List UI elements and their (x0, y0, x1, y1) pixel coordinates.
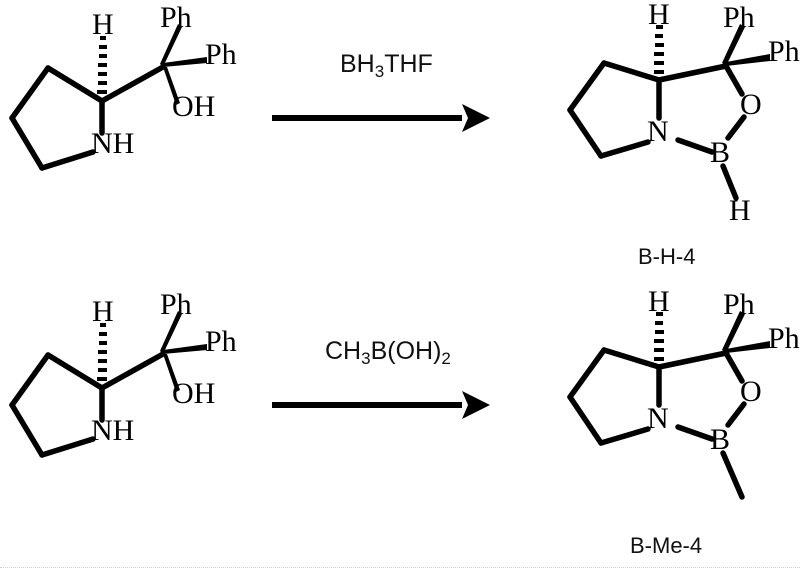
product-2-phenyl-bonds (722, 311, 770, 353)
arrow-2 (272, 391, 490, 419)
product-stereo-h-label: H (648, 0, 670, 31)
product-boron-label: B (710, 423, 731, 456)
reactant-1-substituent-bonds (160, 24, 207, 105)
reagent-tail-text: B(OH) (370, 337, 442, 365)
reagent-tail-text: THF (384, 50, 433, 78)
product-2-skeleton (567, 347, 747, 500)
reactant-phenyl-right-label: Ph (205, 38, 237, 71)
product-oxygen-label: O (740, 375, 762, 408)
reactant-phenyl-top-label: Ph (160, 1, 192, 34)
product-phenyl-top-label: Ph (723, 1, 755, 34)
reactant-phenyl-right-label: Ph (205, 325, 237, 358)
product-2-hash-wedge (654, 312, 664, 361)
product-phenyl-right-label: Ph (768, 322, 800, 355)
product-stereo-h-label: H (648, 285, 670, 318)
reactant-2-hash-wedge (97, 323, 107, 381)
product-oxygen-label: O (740, 88, 762, 121)
reagent-subscript: 3 (374, 62, 385, 81)
reactant-1-hash-wedge (97, 36, 107, 94)
arrow-1 (272, 104, 490, 132)
product-1-hash-wedge (654, 25, 664, 74)
reactant-stereo-h-label: H (92, 295, 114, 328)
product-nitrogen-label: N (647, 115, 669, 148)
reactant-stereo-h-label: H (92, 8, 114, 41)
reactant-nh-label: NH (91, 127, 135, 160)
product-boron-h-label: H (729, 194, 751, 227)
reagent-subscript-2: 2 (441, 349, 451, 368)
product-phenyl-right-label: Ph (768, 35, 800, 68)
product-nitrogen-label: N (647, 402, 669, 435)
reagent-main-text: BH (340, 50, 375, 78)
reaction-2-structures (9, 311, 770, 500)
reactant-nh-label: NH (91, 414, 135, 447)
reaction-row-1: H NH Ph Ph OH BH3THF H N B O H Ph Ph B-H… (9, 0, 800, 269)
reactant-phenyl-top-label: Ph (160, 288, 192, 321)
reactant-1-skeleton (9, 64, 166, 171)
bottom-divider (0, 567, 800, 569)
reaction-row-2: H NH Ph Ph OH CH3B(OH)2 H N B O Ph Ph B-… (0, 287, 800, 573)
product-phenyl-top-label: Ph (723, 288, 755, 321)
reagent-label-2: CH3B(OH)2 (325, 337, 451, 369)
reactant-2-substituent-bonds (160, 311, 207, 392)
product-1-skeleton (567, 60, 747, 201)
reactant-2-skeleton (9, 351, 166, 458)
reactant-hydroxyl-label: OH (172, 90, 216, 123)
reactant-hydroxyl-label: OH (172, 377, 216, 410)
product-name-2: B-Me-4 (630, 533, 703, 558)
reaction-1-structures (9, 24, 770, 201)
product-boron-label: B (710, 136, 731, 169)
product-1-phenyl-bonds (722, 24, 770, 66)
product-name-1: B-H-4 (638, 244, 696, 269)
reagent-main-text: CH (325, 337, 362, 365)
reagent-subscript: 3 (361, 349, 371, 368)
reagent-label-1: BH3THF (340, 50, 433, 82)
